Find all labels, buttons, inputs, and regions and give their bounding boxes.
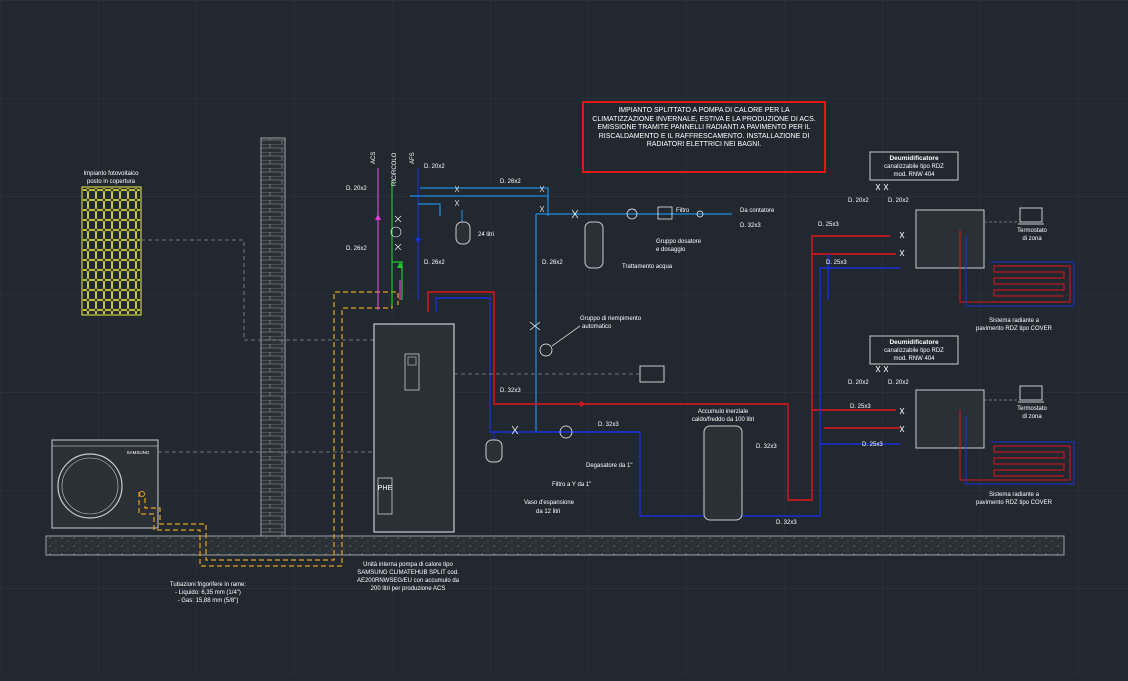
tub-caption-1: Tubazioni frigorifere in rame:	[170, 582, 246, 588]
recirc-arrow	[397, 262, 403, 268]
pv-label-1: Impianto fotovoltaico	[83, 171, 139, 177]
valve-group-top	[390, 185, 545, 251]
degasatore-label: Degasatore da 1"	[586, 463, 633, 469]
d26x2-left: D. 26x2	[346, 246, 367, 252]
deum-bot-2: canalizzabile tipo RDZ	[884, 348, 944, 354]
dehumidifier-bottom	[869, 335, 985, 449]
vessel-24-label: 24 litri	[478, 232, 494, 238]
expansion-vessel-24	[455, 210, 471, 245]
unit-caption-1: Unità interna pompa di calore tipo	[363, 562, 453, 568]
deum-top-2: canalizzabile tipo RDZ	[884, 164, 944, 170]
d20x2-top: D. 20x2	[424, 164, 445, 170]
vaso-label-1: Vaso d'espansione	[524, 500, 575, 506]
acs-label: ACS	[371, 152, 377, 164]
ricircolo-label: RICIRCOLO	[392, 152, 398, 186]
d20x2-t2: D. 20x2	[888, 198, 909, 204]
radiant-floor-top	[959, 230, 1075, 307]
expansion-vessel-12	[485, 432, 503, 463]
dhw-pipes	[377, 168, 549, 310]
supply-arrow	[580, 401, 586, 407]
filtro-y-label: Filtro a Y da 1"	[552, 482, 591, 488]
sist-bot-2: pavimento RDZ tipo COVER	[976, 500, 1053, 506]
tratt-acqua-label: Trattamento acqua	[622, 264, 673, 270]
d32x3-d: D. 32x3	[756, 444, 777, 450]
unit-caption-2: SAMSUNG CLIMATEHUB SPLIT cod.	[357, 570, 459, 576]
fan-icon	[57, 453, 123, 519]
vaso-label-2: da 12 litri	[536, 509, 560, 515]
unit-caption-3: AE200RNWSEG/EU con accumulo da	[357, 578, 460, 584]
thermostat-bottom	[984, 385, 1044, 403]
filtro-label: Filtro	[676, 208, 690, 214]
tub-caption-2: - Liquido: 6,35 mm (1/4")	[175, 590, 241, 596]
pv-panel	[81, 186, 142, 316]
floor-slab	[45, 535, 1065, 556]
samsung-logo-text: SAMSUNG	[127, 450, 150, 455]
da-contatore-label: Da contatore	[740, 208, 775, 214]
zone-valves	[875, 183, 905, 433]
dosing-group	[571, 206, 704, 220]
d32x3-b: D. 32x3	[500, 388, 521, 394]
gruppo-riemp-1: Gruppo di riempimento	[580, 316, 642, 322]
deum-bot-1: Deumidificatore	[889, 339, 939, 346]
deum-top-3: mod. RNW 404	[893, 172, 935, 178]
d32x3-a: D. 32x3	[740, 223, 761, 229]
d20x2-b1: D. 20x2	[848, 380, 869, 386]
d25x3-b2: D. 25x3	[862, 442, 883, 448]
d32x3-c: D. 32x3	[598, 422, 619, 428]
chimney-wall	[260, 137, 286, 537]
water-treatment-tank	[584, 221, 604, 269]
deum-bot-3: mod. RNW 404	[893, 356, 935, 362]
acs-arrow	[375, 214, 381, 220]
deum-top-1: Deumidificatore	[889, 155, 939, 162]
dehumidifier-top	[869, 151, 985, 269]
return-pipes	[435, 254, 900, 517]
unit-caption-4: 200 litri per produzione ACS	[371, 586, 446, 592]
termo-bot-1: Termostato	[1017, 406, 1047, 412]
pv-cable	[141, 239, 374, 341]
d26x2-mid: D. 26x2	[424, 260, 445, 266]
gruppo-riemp-2: automatico	[582, 324, 612, 330]
termo-top-1: Termostato	[1017, 228, 1047, 234]
afs-arrow	[415, 238, 421, 244]
d20x2-t1: D. 20x2	[848, 198, 869, 204]
d25x3-t: D. 25x3	[818, 222, 839, 228]
termo-top-2: di zona	[1022, 236, 1042, 242]
d32x3-e: D. 32x3	[776, 520, 797, 526]
outdoor-unit	[51, 439, 159, 529]
pv-label-2: posto in copertura	[87, 179, 136, 185]
description-note: IMPIANTO SPLITTATO A POMPA DI CALORE PER…	[582, 101, 826, 173]
sist-top-1: Sistema radiante a	[989, 318, 1040, 324]
water-treatment-line	[535, 213, 732, 432]
termo-bot-2: di zona	[1022, 414, 1042, 420]
tub-caption-3: - Gas: 15,88 mm (5/8")	[178, 598, 239, 604]
gruppo-dos-1: Gruppo dosatore	[656, 239, 702, 245]
accumulo-label-1: Accumulo inerziale	[698, 409, 749, 415]
d20x2-left: D. 20x2	[346, 186, 367, 192]
accumulo-label-2: caldo/freddo da 100 litri	[692, 417, 754, 423]
d26x2-top: D. 26x2	[500, 179, 521, 185]
filling-group	[529, 321, 581, 357]
afs-label: AFS	[410, 152, 416, 164]
indoor-unit	[373, 323, 455, 533]
degasser-and-filter	[511, 425, 573, 439]
gruppo-dos-2: e dosaggio	[656, 247, 686, 253]
thermostat-top	[984, 207, 1044, 225]
radiant-floor-bottom	[959, 410, 1075, 485]
supply-pipes	[427, 235, 900, 501]
phe-label: PHE	[378, 485, 393, 492]
sist-top-2: pavimento RDZ tipo COVER	[976, 326, 1053, 332]
d26x2-pipe: D. 26x2	[542, 260, 563, 266]
d20x2-b2: D. 20x2	[888, 380, 909, 386]
buffer-tank	[703, 425, 743, 521]
refrigerant-lines	[138, 291, 399, 567]
d25x3-t2: D. 25x3	[826, 260, 847, 266]
sist-bot-1: Sistema radiante a	[989, 492, 1040, 498]
d25x3-b: D. 25x3	[850, 404, 871, 410]
